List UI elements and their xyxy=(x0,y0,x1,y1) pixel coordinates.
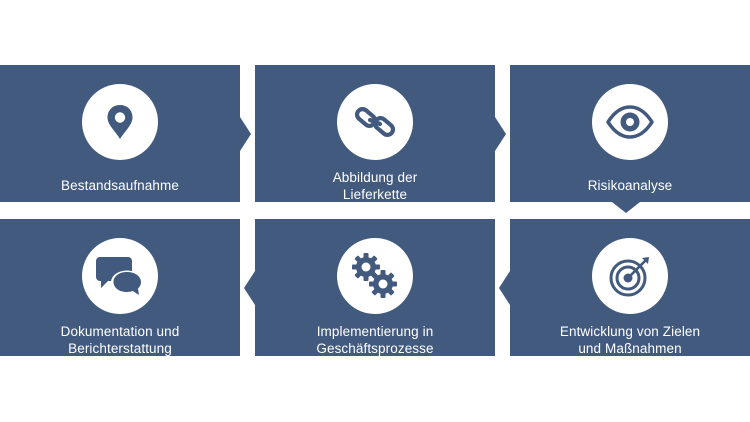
arrow-left xyxy=(244,271,255,305)
step-icon-circle xyxy=(337,238,413,314)
step-label-line: Entwicklung von Zielen xyxy=(559,324,701,339)
step-icon-circle xyxy=(592,238,668,314)
step-risikoanalyse: Risikoanalyse xyxy=(510,65,750,202)
map-pin-icon xyxy=(107,105,133,139)
step-label-line: Bestandsaufnahme xyxy=(61,178,179,193)
arrow-left xyxy=(499,271,510,305)
chain-link-icon xyxy=(354,107,396,137)
step-label-line: Geschäftsprozesse xyxy=(316,341,434,356)
step-icon-circle xyxy=(592,84,668,160)
speech-bubbles-icon xyxy=(96,257,143,295)
step-label: Bestandsaufnahme xyxy=(0,177,240,194)
arrow-down xyxy=(612,202,640,213)
step-icon-circle xyxy=(82,238,158,314)
step-label-line: Implementierung in xyxy=(316,324,434,339)
arrow-right xyxy=(240,117,251,151)
step-label-line: Lieferkette xyxy=(342,187,408,202)
step-label: Implementierung in Geschäftsprozesse xyxy=(255,323,495,357)
step-label-line: Abbildung der xyxy=(332,170,418,185)
step-entwicklung-von-zielen-und-massnahmen: Entwicklung von Zielen und Maßnahmen xyxy=(510,219,750,356)
step-bestandsaufnahme: Bestandsaufnahme xyxy=(0,65,240,202)
step-abbildung-der-lieferkette: Abbildung der Lieferkette xyxy=(255,65,495,202)
step-icon-circle xyxy=(337,84,413,160)
step-label-line: Dokumentation und xyxy=(60,324,180,339)
arrow-right xyxy=(495,117,506,151)
step-label: Entwicklung von Zielen und Maßnahmen xyxy=(510,323,750,357)
step-dokumentation-und-berichterstattung: Dokumentation und Berichterstattung xyxy=(0,219,240,356)
step-label: Abbildung der Lieferkette xyxy=(255,169,495,203)
target-icon xyxy=(609,257,649,297)
step-label-line: Risikoanalyse xyxy=(587,178,673,193)
gears-icon xyxy=(352,253,397,298)
step-label: Dokumentation und Berichterstattung xyxy=(0,323,240,357)
step-implementierung-in-geschaeftsprozesse: Implementierung in Geschäftsprozesse xyxy=(255,219,495,356)
step-icon-circle xyxy=(82,84,158,160)
step-label: Risikoanalyse xyxy=(510,177,750,194)
eye-icon xyxy=(606,105,654,139)
step-label-line: und Maßnahmen xyxy=(578,341,682,356)
step-label-line: Berichterstattung xyxy=(68,341,172,356)
